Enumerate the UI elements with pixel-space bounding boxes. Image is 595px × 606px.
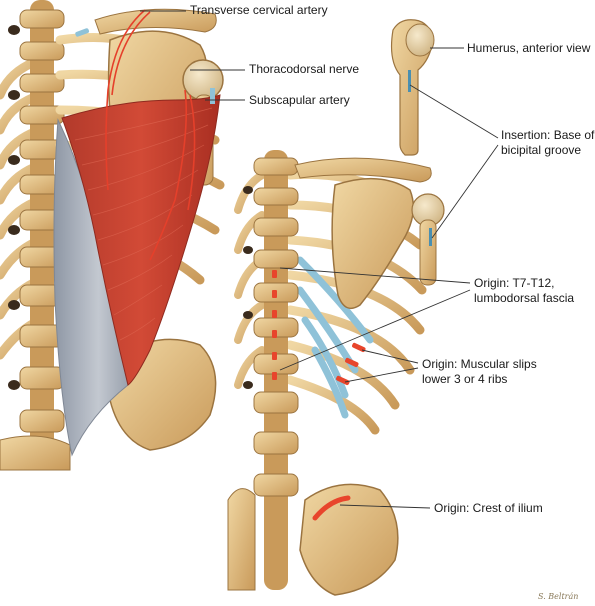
left-vessels bbox=[105, 9, 196, 261]
leader-lines bbox=[140, 10, 499, 509]
right-ilium bbox=[299, 483, 399, 596]
label-origin-muscular-slips: Origin: Muscular slips lower 3 or 4 ribs bbox=[422, 357, 537, 387]
label-insertion-line1: Insertion: Base of bbox=[501, 128, 595, 142]
humerus-insertion-marker bbox=[408, 70, 411, 92]
label-origin-t7-line1: Origin: T7-T12, bbox=[474, 276, 555, 290]
left-clavicle bbox=[94, 8, 217, 35]
label-subscapular-artery: Subscapular artery bbox=[249, 93, 350, 107]
humerus-anterior-view bbox=[390, 19, 435, 156]
label-origin-t7-t12: Origin: T7-T12, lumbodorsal fascia bbox=[474, 276, 574, 306]
label-insertion: Insertion: Base of bicipital groove bbox=[501, 128, 594, 158]
left-posterior-view bbox=[0, 0, 225, 471]
left-spine bbox=[8, 0, 65, 450]
left-humeral-head bbox=[182, 59, 224, 101]
label-origin-crest-of-ilium: Origin: Crest of ilium bbox=[434, 501, 543, 515]
label-origin-slips-line1: Origin: Muscular slips bbox=[422, 357, 537, 371]
origin-marker-ilium bbox=[312, 495, 351, 521]
label-humerus-anterior-view: Humerus, anterior view bbox=[467, 41, 591, 55]
artist-signature: S. Beltrán bbox=[538, 592, 579, 601]
label-origin-t7-line2: lumbodorsal fascia bbox=[474, 291, 575, 305]
left-muscle-fibers bbox=[74, 107, 213, 341]
label-insertion-line2: bicipital groove bbox=[501, 143, 582, 157]
right-scapula bbox=[331, 177, 415, 310]
right-skeleton-view bbox=[227, 150, 445, 596]
label-origin-slips-line2: lower 3 or 4 ribs bbox=[422, 372, 508, 386]
origin-markers-vertebrae bbox=[272, 270, 277, 380]
label-thoracodorsal-nerve: Thoracodorsal nerve bbox=[249, 62, 360, 76]
label-transverse-cervical-artery: Transverse cervical artery bbox=[190, 3, 328, 17]
